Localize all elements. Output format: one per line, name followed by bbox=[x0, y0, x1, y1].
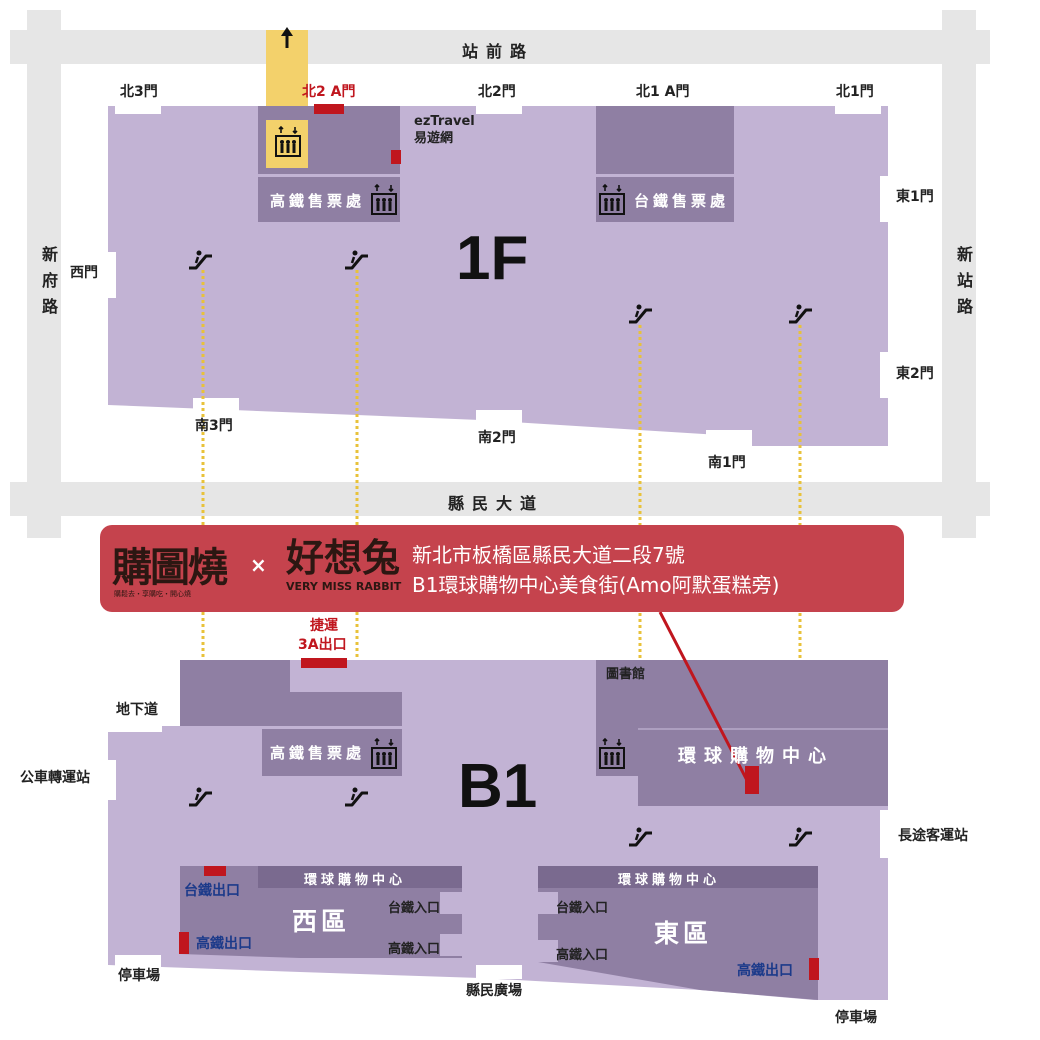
block-mall-b1 bbox=[638, 728, 888, 806]
west-hsr-entry-label: 高鐵入口 bbox=[388, 942, 441, 957]
west-hsr-exit-label: 高鐵出口 bbox=[196, 936, 252, 952]
shop-banner: 購圖燒 購鬆去・享購吃・開心燒 × 好想兔 VERY MISS RABBIT 新… bbox=[100, 525, 904, 612]
long-distance-bus-label: 長途客運站 bbox=[898, 828, 968, 844]
road-label-east: 新站路 bbox=[954, 246, 973, 324]
bus-terminal-label: 公車轉運站 bbox=[20, 770, 90, 786]
road-south bbox=[10, 482, 990, 516]
east-hsr-exit-label: 高鐵出口 bbox=[737, 963, 793, 979]
global-mall-b1: 環球購物中心 bbox=[678, 746, 834, 767]
block-library-b1 bbox=[596, 660, 888, 730]
floor-label-1f: 1F bbox=[456, 224, 529, 293]
marker-west-tra-exit bbox=[204, 866, 226, 876]
logo-goutushao-tagline: 購鬆去・享購吃・開心燒 bbox=[114, 590, 191, 598]
gate-s1: 南1門 bbox=[708, 455, 746, 471]
hsr-ticket-b1: 高鐵售票處 bbox=[270, 744, 366, 762]
address-line-2: B1環球購物中心美食街(Amo阿默蛋糕旁) bbox=[412, 573, 780, 597]
marker-mrt-3a bbox=[301, 658, 347, 668]
gate-s2: 南2門 bbox=[478, 430, 516, 446]
road-label-west: 新府路 bbox=[39, 246, 58, 324]
plaza-label: 縣民廣場 bbox=[466, 983, 522, 999]
road-north bbox=[10, 30, 990, 64]
block-hsr-b1 bbox=[262, 692, 402, 776]
marker-eztravel bbox=[391, 150, 401, 164]
west-zone-label: 西區 bbox=[292, 907, 351, 936]
marker-shop bbox=[745, 766, 759, 794]
parking-west-label: 停車場 bbox=[118, 968, 160, 984]
road-label-south: 縣民大道 bbox=[448, 494, 545, 513]
gate-e1: 東1門 bbox=[896, 189, 934, 205]
eztravel-label: ezTravel bbox=[414, 114, 475, 129]
road-label-north: 站前路 bbox=[462, 42, 535, 61]
west-tra-exit-label: 台鐵出口 bbox=[184, 883, 240, 899]
shop-pointer-line bbox=[658, 611, 754, 791]
block-east-zone bbox=[538, 866, 818, 1000]
east-hsr-entry-label: 高鐵入口 bbox=[556, 948, 609, 963]
gate-s3: 南3門 bbox=[195, 418, 233, 434]
marker-n2a bbox=[314, 104, 344, 114]
marker-west-hsr-exit bbox=[179, 932, 189, 954]
eztravel-label-cn: 易遊網 bbox=[414, 131, 454, 146]
hsr-ticket-1f: 高鐵售票處 bbox=[270, 192, 366, 210]
logo-separator: × bbox=[250, 553, 267, 577]
mrt-label: 捷運 bbox=[310, 618, 338, 634]
mrt-exit-label: 3A出口 bbox=[298, 637, 347, 653]
logo-goutushao: 購圖燒 bbox=[112, 544, 228, 591]
east-mall-label: 環球購物中心 bbox=[618, 873, 721, 888]
gate-n3: 北3門 bbox=[120, 84, 158, 100]
gate-n1a: 北1 A門 bbox=[636, 84, 690, 100]
floor-label-b1: B1 bbox=[458, 752, 538, 821]
east-tra-entry-label: 台鐵入口 bbox=[556, 901, 609, 916]
underpass-label: 地下道 bbox=[116, 702, 158, 718]
parking-east-label: 停車場 bbox=[835, 1010, 877, 1026]
library-label: 圖書館 bbox=[606, 667, 646, 682]
west-tra-entry-label: 台鐵入口 bbox=[388, 901, 441, 916]
gate-w: 西門 bbox=[70, 265, 98, 281]
east-zone-label: 東區 bbox=[654, 919, 713, 948]
gate-n1: 北1門 bbox=[836, 84, 874, 100]
west-mall-label: 環球購物中心 bbox=[304, 873, 407, 888]
gate-n2a: 北2 A門 bbox=[302, 84, 356, 100]
address-line-1: 新北市板橋區縣民大道二段7號 bbox=[412, 543, 685, 567]
block-west-zone bbox=[180, 866, 462, 958]
road-east bbox=[942, 10, 976, 538]
block-tra-1f bbox=[596, 106, 734, 176]
logo-very-miss-rabbit-en: VERY MISS RABBIT bbox=[286, 580, 402, 593]
marker-east-hsr-exit bbox=[809, 958, 819, 980]
arrow-up-icon bbox=[281, 27, 293, 48]
gate-e2: 東2門 bbox=[896, 366, 934, 382]
logo-very-miss-rabbit: 好想兔 bbox=[286, 535, 401, 580]
road-west bbox=[27, 10, 61, 538]
tra-ticket-1f: 台鐵售票處 bbox=[634, 192, 730, 210]
gate-n2: 北2門 bbox=[478, 84, 516, 100]
